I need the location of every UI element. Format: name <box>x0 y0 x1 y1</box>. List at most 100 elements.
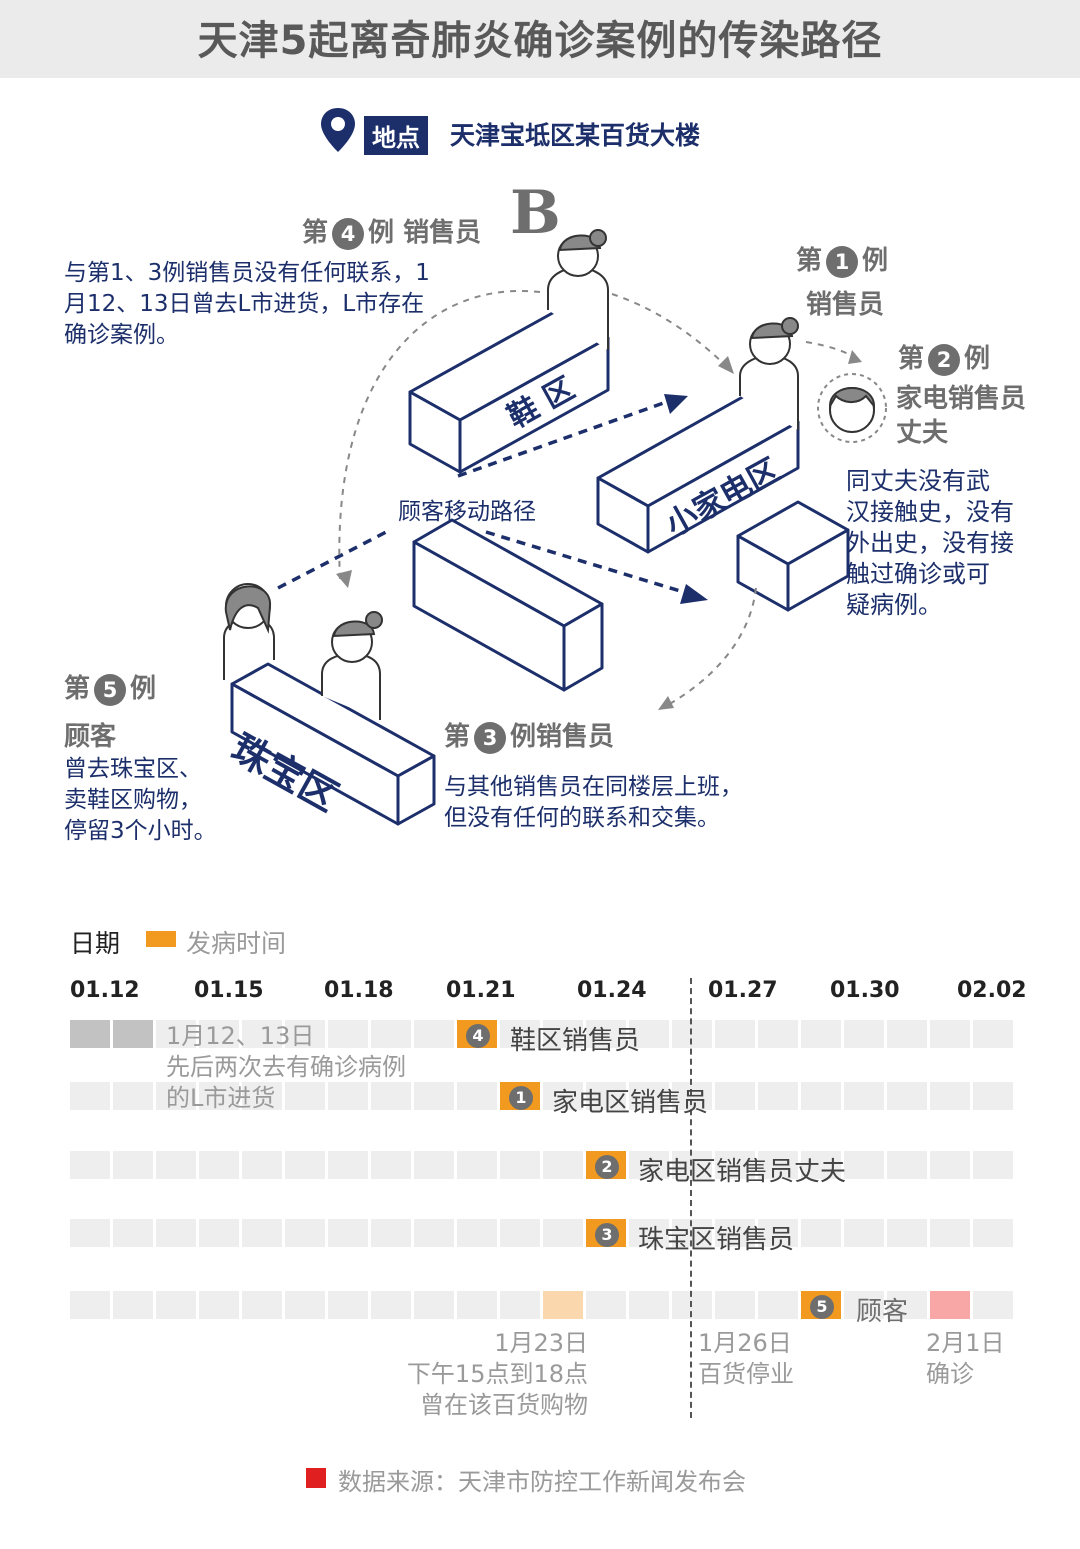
timeline-cell <box>242 1020 282 1048</box>
timeline-cell <box>199 1082 239 1110</box>
timeline-date-label: 日期 <box>70 929 121 958</box>
timeline-cell <box>844 1291 884 1319</box>
timeline-cell <box>457 1219 497 1247</box>
timeline-cell <box>414 1219 454 1247</box>
timeline-cell <box>930 1151 970 1179</box>
timeline-cell <box>156 1082 196 1110</box>
path-label: 顾客移动路径 <box>398 499 536 525</box>
timeline-cell <box>113 1151 153 1179</box>
timeline-cell <box>758 1082 798 1110</box>
timeline-cell <box>457 1291 497 1319</box>
timeline-cell <box>328 1020 368 1048</box>
timeline-cell <box>199 1291 239 1319</box>
tick-0127: 01.27 <box>708 978 778 1003</box>
timeline-cell <box>543 1151 583 1179</box>
feb1-note: 2月1日确诊 <box>926 1329 1005 1388</box>
case3-number: 3 <box>474 721 507 754</box>
jewelry-counter <box>230 662 436 826</box>
timeline-cell <box>887 1151 927 1179</box>
timeline-cell <box>414 1291 454 1319</box>
timeline-cell <box>457 1151 497 1179</box>
timeline-cell <box>242 1291 282 1319</box>
jan23-note: 1月23日下午15点到18点曾在该百货购物 <box>406 1329 588 1419</box>
timeline-cell <box>70 1020 110 1048</box>
timeline-cell <box>930 1219 970 1247</box>
case2-number: 2 <box>928 343 961 376</box>
person-case4 <box>547 229 609 350</box>
tl-badge-case4: 4 <box>466 1024 490 1048</box>
timeline-cell <box>156 1219 196 1247</box>
timeline-cell <box>844 1219 884 1247</box>
tick-0118: 01.18 <box>324 978 394 1003</box>
legend-onset-swatch <box>146 931 176 947</box>
timeline-cell <box>629 1020 669 1048</box>
timeline-cell <box>70 1151 110 1179</box>
timeline-cell <box>371 1082 411 1110</box>
timeline-cell <box>758 1219 798 1247</box>
timeline-cell <box>973 1082 1013 1110</box>
source-marker <box>306 1468 326 1488</box>
tick-0202: 02.02 <box>957 978 1027 1003</box>
timeline-cell <box>629 1291 669 1319</box>
timeline-cell <box>887 1291 927 1319</box>
appliance-counter <box>596 392 800 554</box>
timeline-cell <box>285 1219 325 1247</box>
timeline-cell <box>844 1151 884 1179</box>
timeline-cell <box>973 1291 1013 1319</box>
timeline-cell <box>543 1082 583 1110</box>
timeline-cell <box>543 1020 583 1048</box>
timeline-cell <box>371 1151 411 1179</box>
small-counter <box>736 500 850 612</box>
case5-description: 曾去珠宝区、卖鞋区购物，停留3个小时。 <box>64 756 217 844</box>
person-case1 <box>739 317 799 430</box>
timeline-cell <box>715 1082 755 1110</box>
center-counter <box>412 518 604 692</box>
timeline-cell <box>758 1151 798 1179</box>
timeline-cell <box>801 1082 841 1110</box>
tick-0115: 01.15 <box>194 978 264 1003</box>
tick-0121: 01.21 <box>446 978 516 1003</box>
timeline-cell <box>586 1291 626 1319</box>
tl-badge-case2: 2 <box>595 1155 619 1179</box>
timeline-cell <box>930 1082 970 1110</box>
timeline-cell <box>672 1082 712 1110</box>
timeline-cell <box>672 1219 712 1247</box>
legend-onset-label: 发病时间 <box>186 929 287 958</box>
timeline-cell <box>242 1219 282 1247</box>
location-name: 天津宝坻区某百货大楼 <box>450 121 701 150</box>
timeline-cell <box>500 1219 540 1247</box>
timeline-cell <box>414 1020 454 1048</box>
location-tag: 地点 <box>364 116 428 155</box>
timeline-cell <box>801 1020 841 1048</box>
case4-number: 4 <box>332 217 365 250</box>
timeline-cell <box>371 1219 411 1247</box>
timeline-cell <box>457 1082 497 1110</box>
timeline-cell <box>199 1020 239 1048</box>
source-text: 数据来源：天津市防控工作新闻发布会 <box>338 1468 746 1496</box>
timeline-cell <box>500 1020 540 1048</box>
timeline-cell <box>113 1020 153 1048</box>
big-letter: B <box>510 178 561 248</box>
case3-description: 与其他销售员在同楼层上班，但没有任何的联系和交集。 <box>444 774 743 831</box>
timeline-cell <box>887 1219 927 1247</box>
case1-role: 销售员 <box>806 290 885 320</box>
timeline-cell <box>543 1291 583 1319</box>
store-illustration <box>223 229 887 826</box>
timeline-cell <box>758 1020 798 1048</box>
jan26-note: 1月26日百货停业 <box>698 1329 794 1388</box>
timeline-cell <box>70 1219 110 1247</box>
tl-badge-case3: 3 <box>595 1223 619 1247</box>
timeline-cell <box>672 1020 712 1048</box>
person-case5 <box>223 583 275 680</box>
timeline-cell <box>242 1082 282 1110</box>
timeline-cell <box>586 1082 626 1110</box>
case1-number: 1 <box>826 245 859 278</box>
tl-label-case1: 家电区销售员 <box>552 1088 709 1118</box>
timeline-cell <box>371 1020 411 1048</box>
timeline-cell <box>285 1082 325 1110</box>
